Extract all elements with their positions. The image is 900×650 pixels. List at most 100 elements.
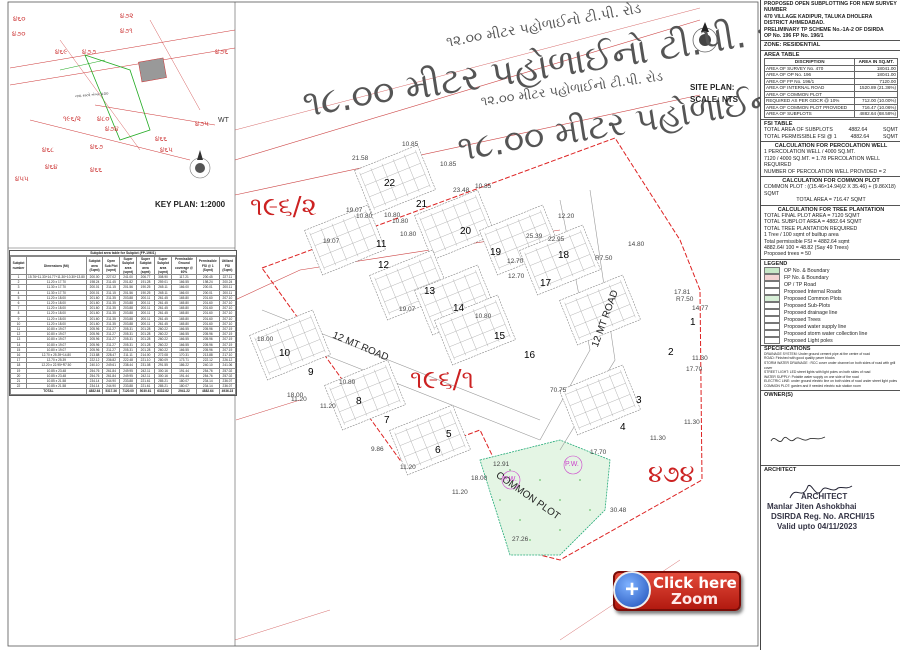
subplot-cell: 241.06 <box>218 362 237 369</box>
area-desc: AREA OF COMMON PLOT <box>763 90 856 99</box>
subplot-cell: 11.20 x 17.70 <box>26 279 87 286</box>
dimension-label: 19.07 <box>346 207 363 214</box>
subplot-cell: 16 <box>9 352 28 359</box>
subplot-cell: 10.85 x 23.48 <box>26 367 87 374</box>
subplot-cell: 10 <box>9 320 28 328</box>
architect-block: ARCHITECT ARCHITECT Manlar Jiten Ashokbh… <box>761 466 900 568</box>
subplot-cell: 200.01 <box>85 289 104 296</box>
subplot-col-header: Permissible FSI @ 1 (Sqmt) <box>195 256 220 276</box>
subplot-cell: 217.10 <box>218 352 237 359</box>
subplot-cell: 13 <box>9 336 28 343</box>
area-value: 716.47 (10.06%) <box>854 103 898 112</box>
subplot-cell: 17 <box>9 357 28 364</box>
subplot-cell: 222.12 <box>85 357 104 364</box>
legend-label: Proposed Common Plots <box>784 295 842 302</box>
subplot-cell: 236.07 <box>218 378 237 385</box>
subplot-cell: 11.20 x 18.00 <box>26 300 87 307</box>
legend-item: Proposed Trees <box>764 316 898 324</box>
subplot-cell: 265.11 <box>153 284 173 291</box>
subplot-cell: 234.14 <box>85 378 104 385</box>
area-table: AREA TABLE DISCRIPTION AREA IN SQ.MT. AR… <box>761 51 900 120</box>
area-value: 7120.00 <box>854 77 898 86</box>
subplot-cell: 261.45 <box>153 294 173 302</box>
plot-number: 13 <box>424 286 436 297</box>
subplot-cell: 200.24 <box>218 279 237 286</box>
project-title: PROPOSED OPEN SUBPLOTTING FOR NEW SURVEY… <box>761 0 900 42</box>
fsi-r2: TOTAL PERMISSIBLE FSI @ 1 <box>764 133 837 140</box>
legend-label: Proposed drainage line <box>784 309 838 316</box>
north-arrow-icon <box>692 22 718 53</box>
key-map-parcel-label: ૪૭૫ <box>195 120 209 128</box>
subplot-cell: 205.96 <box>85 331 104 338</box>
tree-title: CALCULATION FOR TREE PLANTATION <box>777 206 885 213</box>
subplot-cell: 5 <box>9 294 28 302</box>
key-map-wt: WT <box>218 117 229 124</box>
spec-line: ROAD: Finished with good quality paver b… <box>764 356 835 361</box>
subplot-col-header: Super Subplot area (sqmt) <box>118 256 138 276</box>
zoom-button[interactable]: + Click here Zoom <box>613 571 741 611</box>
plot-number: 20 <box>460 226 472 237</box>
legend-item: Proposed Internal Roads <box>764 288 898 296</box>
subplot-cell: 308.90 <box>153 273 173 281</box>
subplot-cell: 11.20 x 18.00 <box>26 305 87 312</box>
subplot-cell: 213.88 <box>85 352 104 359</box>
legend-swatch <box>764 267 780 275</box>
subplot-cell: 20 <box>9 372 28 380</box>
legend-item: Proposed Light poles <box>764 337 898 345</box>
subplot-cell: 207.10 <box>218 320 237 328</box>
subplot-total-cell: 7120.00 <box>118 388 138 395</box>
subplot-total-cell: 4936.23 <box>218 388 237 395</box>
plot-number: 8 <box>356 396 362 407</box>
dimension-label: 10.80 <box>356 213 373 220</box>
subplot-cell: 272.08 <box>153 352 173 359</box>
subplot-total-cell: 5317.36 <box>102 388 120 395</box>
subplot-cell: 300.16 <box>153 372 173 380</box>
dimension-label: 12.91 <box>493 461 510 468</box>
tree-line: Proposed trees = 50 <box>764 251 811 258</box>
percolation-line: NUMBER OF PERCOLATION WELL PROVIDED = 2 <box>764 168 887 175</box>
fsi-r1u: SQMT <box>882 127 898 134</box>
subplot-cell: 226.12 <box>218 357 237 364</box>
key-map-parcel-label: ૪૭૨ <box>120 12 134 20</box>
dimension-label: 30.48 <box>610 507 627 514</box>
key-map-parcel-label: ૪૬૦ <box>13 15 26 23</box>
legend-label: Proposed Internal Roads <box>784 288 842 295</box>
subplot-cell: 207.19 <box>218 341 237 348</box>
tree-line: 1 Tree / 100 sqmt of builtup area <box>764 232 839 239</box>
subplot-cell: 12.70 x 25.39+14.80 <box>26 352 87 359</box>
subplot-cell: 227.11 <box>218 273 237 281</box>
subplot-cell: 257.02 <box>218 367 237 374</box>
pw-label-2: P.W. <box>503 476 517 483</box>
dimension-label: 17.70 <box>590 449 607 456</box>
subplot-total-cell: 4882.64 <box>195 388 220 395</box>
plot-block <box>324 359 406 431</box>
dimension-label: 10.80 <box>392 218 409 225</box>
area-value: 1520.89 (21.36%) <box>854 84 898 92</box>
dimension-label: 12.70 <box>507 258 524 265</box>
subplot-cell: 11.30 x 17.70 <box>26 284 87 291</box>
dimension-label: 17.70 <box>686 366 703 373</box>
dimension-label: 12.70 <box>508 273 525 280</box>
common-plot <box>479 439 611 556</box>
zoom-button-line1: Click here <box>653 574 737 592</box>
legend-item: Proposed Sub-Plots <box>764 302 898 310</box>
key-map-parcel-label: ૪૬૭ <box>90 143 104 151</box>
dimension-label: 70.75 <box>550 387 567 394</box>
area-value <box>854 90 898 99</box>
legend-item: OP No. & Boundary <box>764 267 898 275</box>
